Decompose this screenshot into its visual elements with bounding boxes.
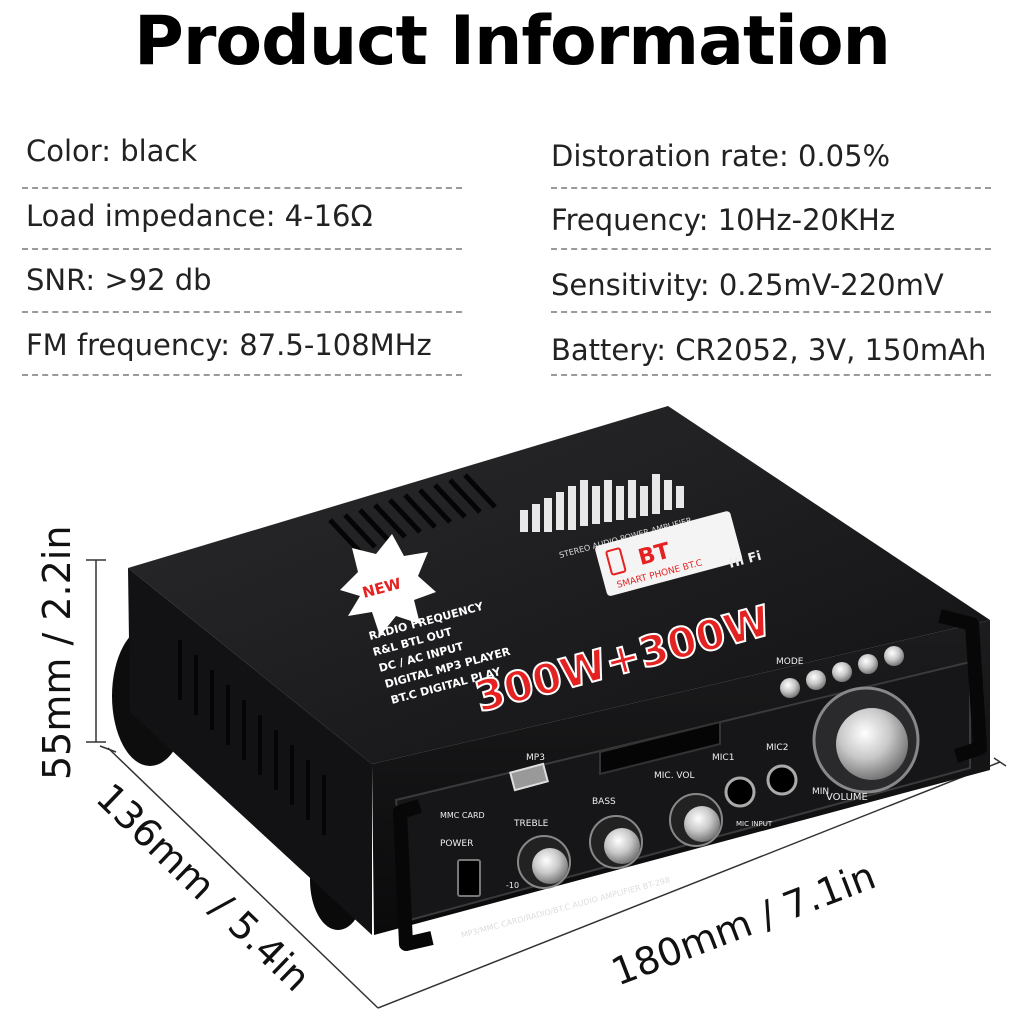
mmc-label: MMC CARD — [440, 811, 485, 820]
display-window — [599, 720, 721, 776]
spec-sensitivity: Sensitivity: 0.25mV-220mV — [551, 268, 944, 302]
spec-fm-frequency: FM frequency: 87.5-108MHz — [26, 328, 432, 362]
mic-vol-label: MIC. VOL — [654, 771, 695, 781]
spec-snr: SNR: >92 db — [26, 263, 212, 297]
spec-divider — [551, 248, 991, 250]
mp3-label: MP3 — [526, 753, 545, 763]
height-dimension-label: 55mm / 2.2in — [35, 526, 79, 780]
power-switch[interactable] — [457, 859, 481, 897]
spec-divider — [22, 311, 462, 313]
mic-vol-knob[interactable] — [684, 806, 720, 842]
spec-divider — [22, 187, 462, 189]
new-badge: NEW — [340, 534, 436, 636]
spec-battery: Battery: CR2052, 3V, 150mAh — [551, 333, 987, 367]
mic1-label: MIC1 — [712, 753, 734, 763]
mode-button[interactable] — [780, 678, 800, 698]
treble-label: TREBLE — [513, 819, 549, 829]
repeat-button[interactable] — [884, 646, 904, 666]
chassis-side — [128, 568, 372, 935]
vu-meter-graphic — [520, 474, 684, 532]
bass-knob[interactable] — [604, 828, 640, 864]
bass-label: BASS — [592, 797, 616, 807]
mode-label: MODE — [776, 657, 804, 667]
chassis-top — [128, 406, 990, 764]
volume-knob[interactable] — [812, 686, 920, 794]
spec-distortion-rate: Distoration rate: 0.05% — [551, 139, 891, 173]
prev-button[interactable] — [806, 670, 826, 690]
spec-divider — [551, 374, 991, 376]
mic1-jack[interactable] — [724, 776, 756, 808]
next-button[interactable] — [858, 654, 878, 674]
spec-divider — [22, 374, 462, 376]
page-title: Product Information — [134, 2, 891, 81]
spec-color: Color: black — [26, 134, 198, 168]
volume-label: VOLUME — [826, 792, 868, 803]
treble-knob[interactable] — [532, 848, 568, 884]
top-vents — [328, 473, 497, 554]
mic-input-label: MIC INPUT — [736, 820, 773, 828]
button-row — [780, 646, 904, 698]
spec-frequency: Frequency: 10Hz-20KHz — [551, 203, 896, 237]
mic2-label: MIC2 — [766, 743, 788, 753]
left-handle — [393, 799, 434, 951]
side-vents — [178, 640, 326, 835]
width-dimension-label: 180mm / 7.1in — [605, 853, 881, 994]
spec-divider — [551, 311, 991, 313]
dimension-lines — [86, 559, 1007, 1009]
usb-port[interactable] — [509, 762, 549, 792]
spec-divider — [22, 248, 462, 250]
power-label: POWER — [440, 839, 473, 849]
right-handle — [938, 609, 987, 763]
mic-jacks — [724, 764, 798, 808]
play-pause-button[interactable] — [832, 662, 852, 682]
mic2-jack[interactable] — [766, 764, 798, 796]
tone-knobs — [517, 793, 723, 889]
spec-load-impedance: Load impedance: 4-16Ω — [26, 199, 373, 233]
spec-divider — [551, 187, 991, 189]
min-label: MIN — [812, 787, 829, 797]
minus10-label: -10 — [506, 881, 519, 890]
